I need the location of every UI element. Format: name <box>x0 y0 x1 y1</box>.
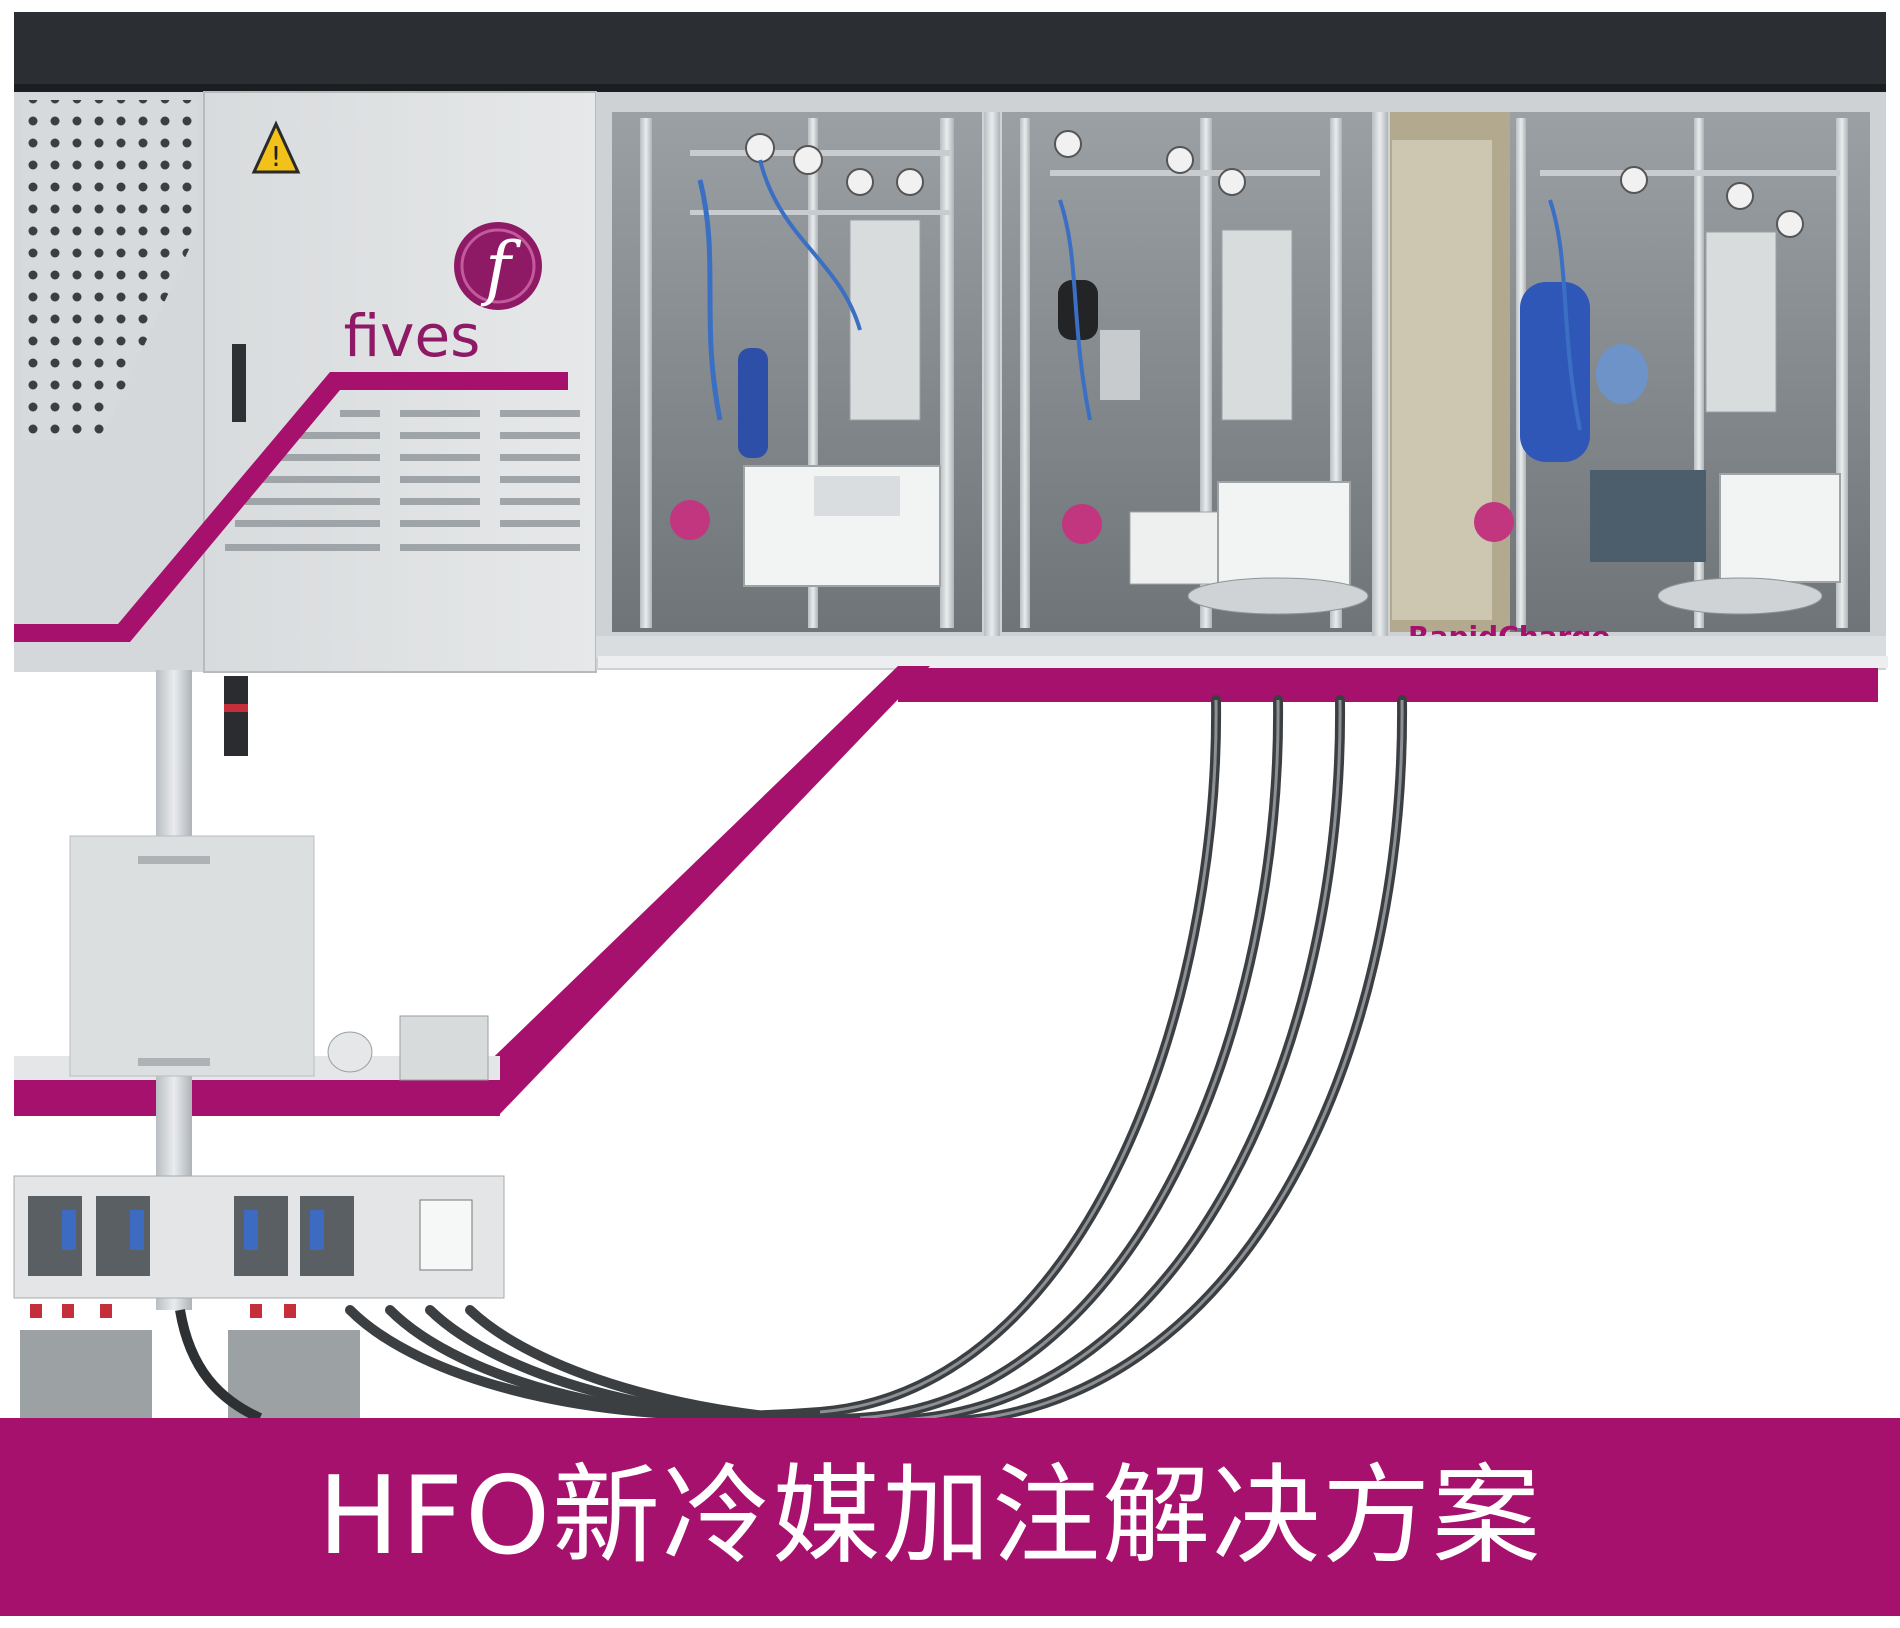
svg-text:!: ! <box>270 140 281 173</box>
banner-title: HFO新冷媒加注解决方案 <box>317 1454 1543 1579</box>
perforated-side-panel <box>14 92 204 672</box>
junction-box <box>69 835 315 1077</box>
fives-logo-icon: f fives <box>344 222 542 370</box>
magenta-base-stripe <box>898 666 1878 702</box>
magenta-stripe-cabinet <box>14 372 568 642</box>
bottom-strip <box>0 1616 1900 1628</box>
refrigerant-module-2 <box>1002 112 1372 632</box>
machine-roof <box>14 12 1886 88</box>
refrigerant-module-3: RapidCharge <box>1408 112 1870 653</box>
refrigerant-module-1 <box>612 112 982 632</box>
title-banner: HFO新冷媒加注解决方案 <box>0 1418 1900 1616</box>
svg-text:fives: fives <box>344 302 481 370</box>
warning-icon: ! <box>251 120 301 174</box>
